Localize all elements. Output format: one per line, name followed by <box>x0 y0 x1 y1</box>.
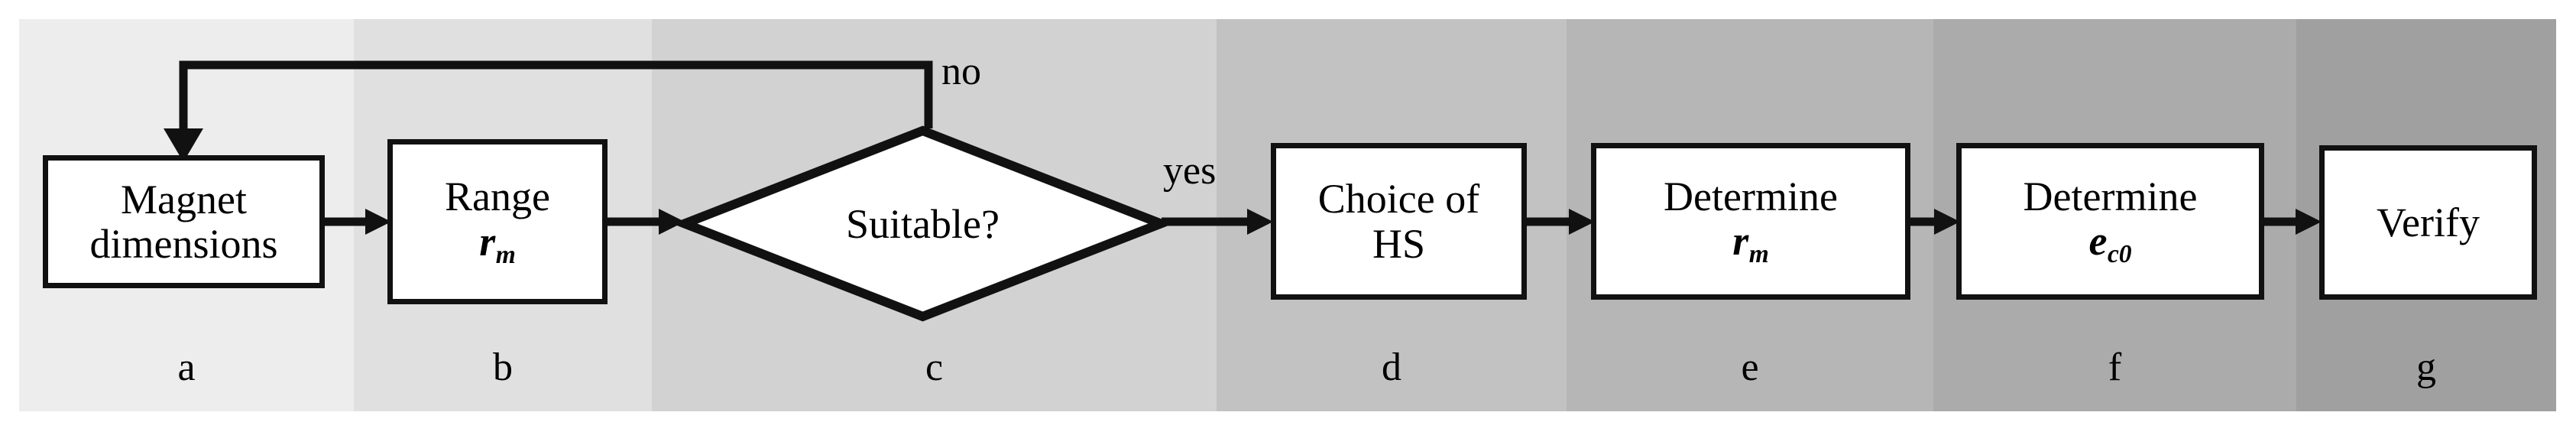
node-a-line1: Magnet <box>121 176 247 222</box>
caption-b: b <box>493 346 513 389</box>
node-range-rm[interactable]: Range rm <box>387 139 608 304</box>
node-f-variable-subscript: c0 <box>2107 240 2132 269</box>
caption-d: d <box>1382 346 1401 389</box>
diamond-shape <box>672 125 1174 322</box>
node-d-line2: HS <box>1372 220 1426 267</box>
node-determine-rm[interactable]: Determine rm <box>1591 143 1910 300</box>
node-g-line1: Verify <box>2377 199 2480 245</box>
node-b-variable-base: r <box>479 218 496 265</box>
node-e-variable-base: r <box>1732 218 1749 265</box>
node-a-line2: dimensions <box>89 221 278 267</box>
node-suitable-decision[interactable]: Suitable? <box>672 125 1174 322</box>
node-choice-of-hs[interactable]: Choice of HS <box>1271 143 1527 300</box>
node-determine-ec0[interactable]: Determine ec0 <box>1956 143 2264 300</box>
node-e-variable-subscript: m <box>1748 240 1769 269</box>
node-b-variable: rm <box>393 219 602 269</box>
node-magnet-dimensions[interactable]: Magnet dimensions <box>43 155 325 288</box>
node-verify[interactable]: Verify <box>2319 145 2537 300</box>
node-e-line1: Determine <box>1664 173 1838 219</box>
node-e-variable: rm <box>1596 219 1905 268</box>
caption-c: c <box>925 346 944 389</box>
node-b-line1: Range <box>445 174 550 220</box>
node-f-variable: ec0 <box>1962 219 2259 268</box>
caption-e: e <box>1741 346 1759 389</box>
node-b-variable-subscript: m <box>495 240 516 269</box>
caption-f: f <box>2108 346 2122 389</box>
edge-label-no: no <box>941 50 981 93</box>
edge-label-yes: yes <box>1163 149 1217 193</box>
node-f-line1: Determine <box>2023 173 2198 219</box>
caption-g: g <box>2416 346 2436 389</box>
node-d-line1: Choice of <box>1317 176 1480 222</box>
node-f-variable-base: e <box>2088 218 2108 265</box>
caption-a: a <box>177 346 196 389</box>
